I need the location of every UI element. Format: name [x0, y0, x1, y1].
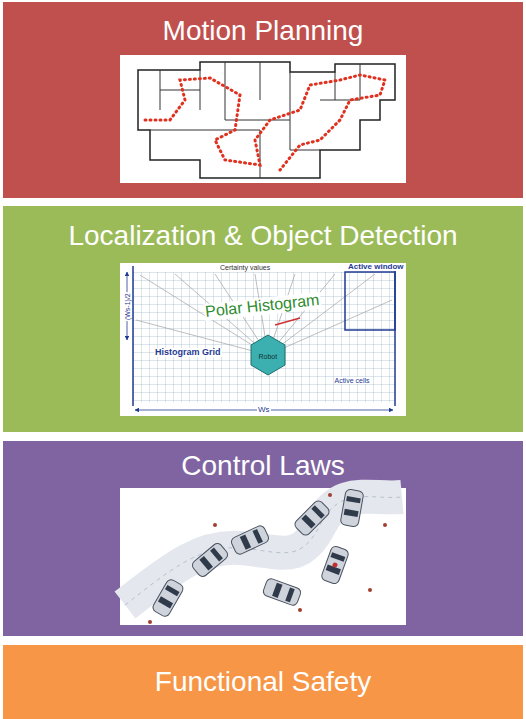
layer-title: Localization & Object Detection	[68, 221, 457, 252]
figure-label: Polar Histogram	[203, 291, 321, 320]
layer-band: Motion Planning	[3, 2, 523, 198]
figure-label: Histogram Grid	[154, 348, 222, 357]
layer-band: Localization & Object Detection	[3, 206, 523, 432]
band-ground	[3, 206, 523, 432]
histogram-picture	[120, 263, 406, 416]
figure-label: Active window	[347, 263, 405, 271]
figure-label: (Ws-1)/2	[123, 292, 130, 321]
map-picture	[120, 55, 406, 183]
layer-band: Control Laws	[3, 441, 523, 636]
figure-label: Certainty values	[219, 264, 271, 271]
layer-title: Functional Safety	[155, 667, 371, 698]
band-ground	[3, 441, 523, 636]
cars-picture	[120, 488, 406, 625]
band-ground	[3, 2, 523, 198]
layer-title: Motion Planning	[163, 16, 364, 47]
figure-label: Ws	[257, 406, 271, 414]
band-ground	[3, 645, 523, 719]
layer-band: Functional Safety	[3, 645, 523, 719]
figure-label: Active cells	[334, 377, 371, 384]
layer-title: Control Laws	[181, 451, 344, 482]
figure-label: Robot	[258, 353, 279, 360]
